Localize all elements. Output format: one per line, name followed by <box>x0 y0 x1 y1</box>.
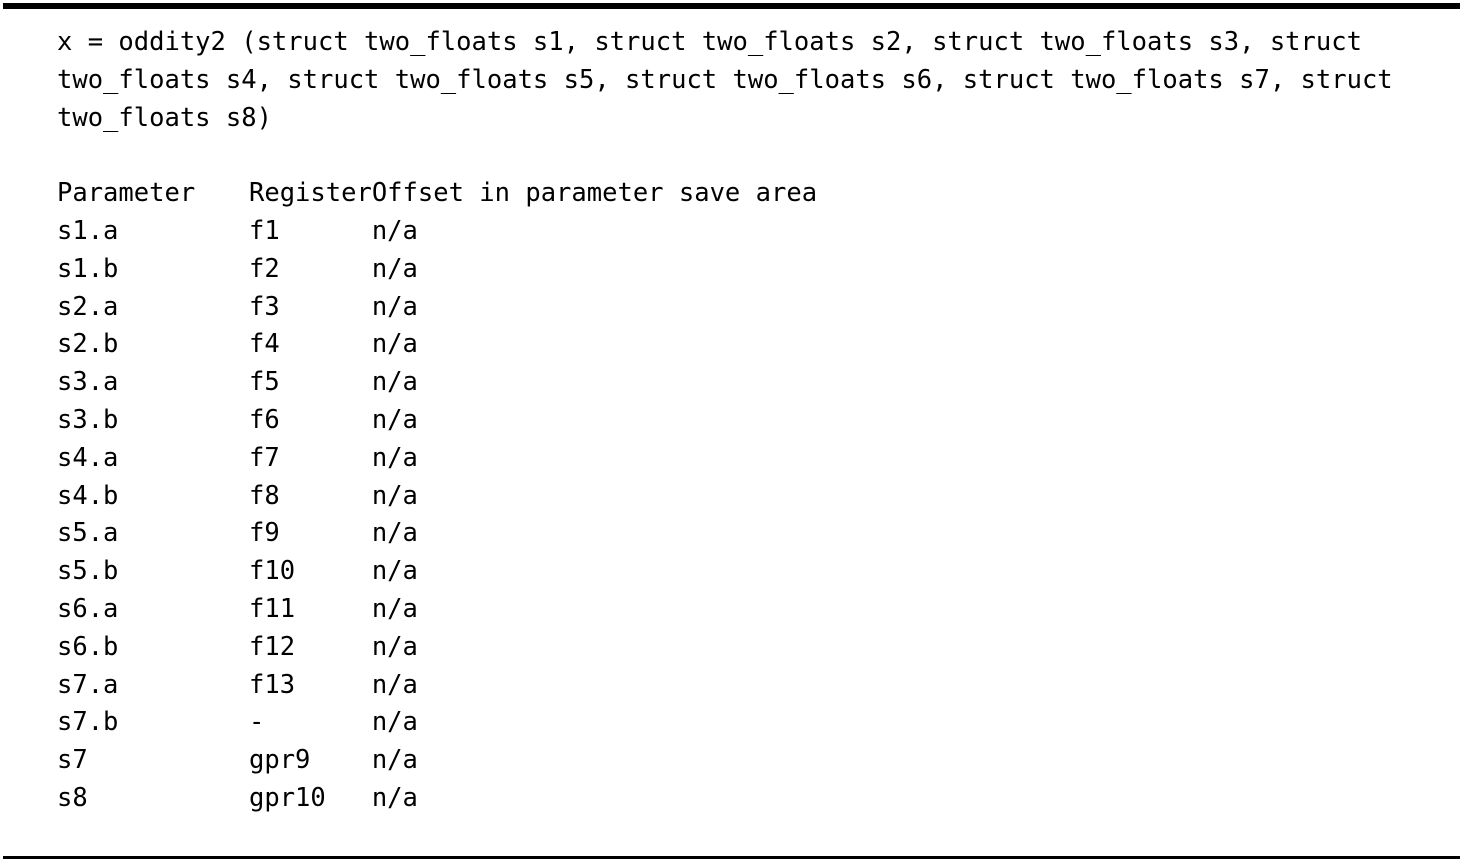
cell-parameter: s7.b <box>57 707 119 738</box>
function-signature: x = oddity2 (struct two_floats s1, struc… <box>57 27 1393 133</box>
cell-offset: n/a <box>371 291 418 322</box>
register-value: f7 <box>249 442 280 473</box>
cell-register: - <box>249 704 372 742</box>
cell-register: f13 <box>249 667 372 705</box>
table-row: s5.b f10 n/a <box>57 553 1372 591</box>
cell-offset: n/a <box>371 631 418 662</box>
table-row: s8 gpr10 n/a <box>57 780 1372 818</box>
cell-parameter: s1.a <box>57 215 119 246</box>
cell-offset: n/a <box>371 745 418 776</box>
table-row: s4.b f8 n/a <box>57 478 1372 516</box>
cell-register: f2 <box>249 251 372 289</box>
table-row: s6.b f12 n/a <box>57 629 1372 667</box>
cell-parameter: s4.a <box>57 442 119 473</box>
cell-register: f3 <box>249 289 372 327</box>
table-row: s2.b f4 n/a <box>57 326 1372 364</box>
content-area: x = oddity2 (struct two_floats s1, struc… <box>57 24 1427 818</box>
register-value: f13 <box>249 669 296 700</box>
cell-offset: n/a <box>371 329 418 360</box>
cell-offset: n/a <box>371 442 418 473</box>
table-row: s3.b f6 n/a <box>57 402 1372 440</box>
column-header-parameter: Parameter <box>57 178 196 209</box>
cell-offset: n/a <box>371 215 418 246</box>
table-header-row: Parameter Register Offset in parameter s… <box>57 175 1372 213</box>
vertical-spacer <box>57 137 1427 175</box>
cell-offset: n/a <box>371 480 418 511</box>
parameter-mapping-table: Parameter Register Offset in parameter s… <box>57 175 1372 818</box>
cell-parameter: s8 <box>57 782 88 813</box>
cell-parameter: s3.a <box>57 367 119 398</box>
cell-offset: n/a <box>371 782 418 813</box>
cell-register: f10 <box>249 553 372 591</box>
cell-register: f4 <box>249 326 372 364</box>
cell-offset: n/a <box>371 669 418 700</box>
register-value: f4 <box>249 329 280 360</box>
cell-parameter: s5.b <box>57 556 119 587</box>
register-value: f1 <box>249 215 280 246</box>
table-header: Parameter Register Offset in parameter s… <box>57 175 1372 213</box>
register-value: - <box>249 707 265 738</box>
cell-parameter: s7.a <box>57 669 119 700</box>
top-horizontal-rule <box>3 3 1460 9</box>
cell-register: f1 <box>249 213 372 251</box>
table-row: s4.a f7 n/a <box>57 440 1372 478</box>
cell-parameter: s6.a <box>57 593 119 624</box>
register-value: gpr10 <box>249 782 326 813</box>
cell-parameter: s4.b <box>57 480 119 511</box>
register-value: f10 <box>249 556 296 587</box>
register-value: f9 <box>249 518 280 549</box>
cell-offset: n/a <box>371 707 418 738</box>
table-row: s1.a f1 n/a <box>57 213 1372 251</box>
column-header-register: Register <box>249 178 372 209</box>
cell-register: f6 <box>249 402 372 440</box>
register-value: f5 <box>249 367 280 398</box>
register-value: f3 <box>249 291 280 322</box>
cell-offset: n/a <box>371 518 418 549</box>
cell-parameter: s2.a <box>57 291 119 322</box>
cell-offset: n/a <box>371 593 418 624</box>
cell-parameter: s6.b <box>57 631 119 662</box>
register-value: f6 <box>249 404 280 435</box>
cell-register: f5 <box>249 364 372 402</box>
register-value: f12 <box>249 631 296 662</box>
register-value: f8 <box>249 480 280 511</box>
table-row: s6.a f11 n/a <box>57 591 1372 629</box>
cell-parameter: s5.a <box>57 518 119 549</box>
table-row: s7 gpr9 n/a <box>57 742 1372 780</box>
cell-offset: n/a <box>371 253 418 284</box>
cell-register: f9 <box>249 515 372 553</box>
cell-parameter: s3.b <box>57 404 119 435</box>
cell-register: gpr9 <box>249 742 372 780</box>
cell-offset: n/a <box>371 367 418 398</box>
cell-register: f11 <box>249 591 372 629</box>
table-row: s1.b f2 n/a <box>57 251 1372 289</box>
cell-offset: n/a <box>371 556 418 587</box>
bottom-horizontal-rule <box>3 856 1460 859</box>
table-row: s5.a f9 n/a <box>57 515 1372 553</box>
cell-register: f8 <box>249 478 372 516</box>
table-row: s2.a f3 n/a <box>57 289 1372 327</box>
register-value: gpr9 <box>249 745 311 776</box>
table-row: s3.a f5 n/a <box>57 364 1372 402</box>
cell-parameter: s1.b <box>57 253 119 284</box>
cell-register: f7 <box>249 440 372 478</box>
register-value: f11 <box>249 593 296 624</box>
register-value: f2 <box>249 253 280 284</box>
column-header-offset: Offset in parameter save area <box>371 178 818 209</box>
table-row: s7.b - n/a <box>57 704 1372 742</box>
cell-offset: n/a <box>371 404 418 435</box>
cell-parameter: s7 <box>57 745 88 776</box>
cell-register: f12 <box>249 629 372 667</box>
cell-parameter: s2.b <box>57 329 119 360</box>
table-row: s7.a f13 n/a <box>57 667 1372 705</box>
cell-register: gpr10 <box>249 780 372 818</box>
